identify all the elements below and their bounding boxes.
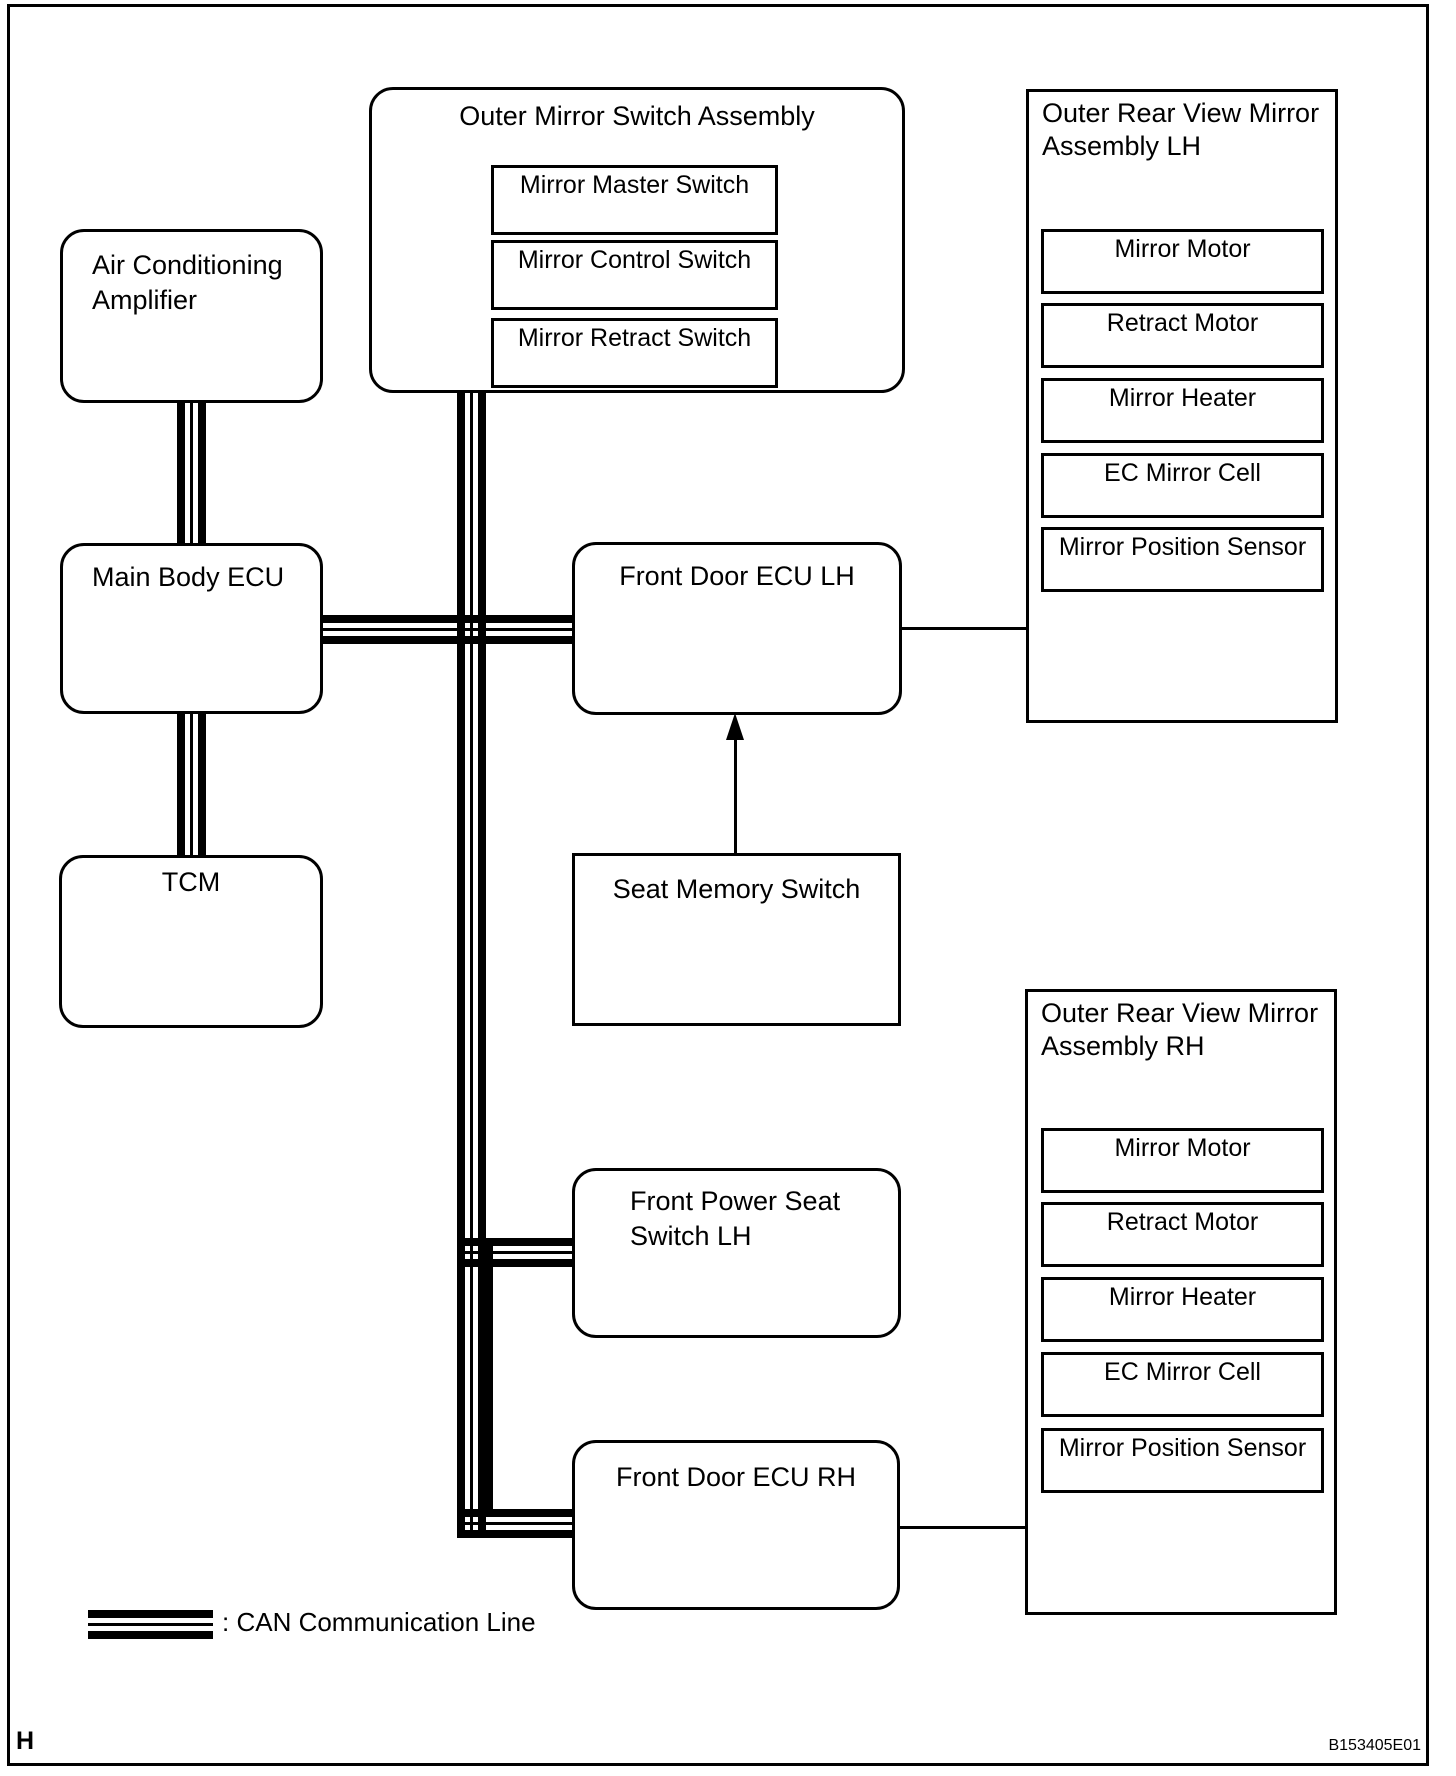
assembly-title: Outer Rear View Mirror — [1042, 98, 1320, 128]
node-label: Front Door ECU LH — [619, 561, 855, 591]
switch-mirror-control: Mirror Control Switch — [491, 240, 778, 310]
can-line-branch-powerseat — [458, 1238, 574, 1267]
node-label: Amplifier — [92, 285, 198, 315]
node-outer-rear-view-mirror-assembly-lh: Outer Rear View Mirror Assembly LH Mirro… — [1026, 89, 1338, 723]
node-front-power-seat-switch-lh: Front Power Seat Switch LH — [572, 1168, 901, 1338]
node-label: TCM — [161, 867, 221, 897]
legend-label: : CAN Communication Line — [222, 1607, 536, 1637]
component-mirror-position-sensor: Mirror Position Sensor — [1041, 1428, 1324, 1493]
node-outer-rear-view-mirror-assembly-rh: Outer Rear View Mirror Assembly RH Mirro… — [1025, 989, 1337, 1615]
can-line-branch-frontdoorrh — [458, 1509, 574, 1538]
node-label: Seat Memory Switch — [612, 874, 861, 904]
arrow-up-icon — [726, 713, 744, 740]
node-outer-mirror-switch-assembly: Outer Mirror Switch Assembly Mirror Mast… — [369, 87, 905, 393]
assembly-title: Assembly RH — [1041, 1031, 1205, 1061]
node-tcm: TCM — [59, 855, 323, 1028]
can-line-mainbody-to-tcm — [177, 712, 206, 856]
page-border — [7, 4, 1429, 1766]
component-mirror-motor: Mirror Motor — [1041, 1128, 1324, 1193]
switch-mirror-retract: Mirror Retract Switch — [491, 318, 778, 388]
page-marker: H — [16, 1727, 35, 1755]
component-mirror-heater: Mirror Heater — [1041, 378, 1324, 443]
node-seat-memory-switch: Seat Memory Switch — [572, 853, 901, 1026]
can-line-mainbody-to-frontdoorlh — [322, 615, 574, 644]
node-label: Main Body ECU — [92, 562, 285, 592]
component-retract-motor: Retract Motor — [1041, 1202, 1324, 1267]
assembly-title: Outer Rear View Mirror — [1041, 998, 1319, 1028]
assembly-title: Outer Mirror Switch Assembly — [459, 101, 815, 131]
component-retract-motor: Retract Motor — [1041, 303, 1324, 368]
node-main-body-ecu: Main Body ECU — [60, 543, 323, 714]
component-ec-mirror-cell: EC Mirror Cell — [1041, 1352, 1324, 1417]
node-front-door-ecu-rh: Front Door ECU RH — [572, 1440, 900, 1610]
component-ec-mirror-cell: EC Mirror Cell — [1041, 453, 1324, 518]
assembly-title: Assembly LH — [1042, 131, 1202, 161]
node-label: Front Power Seat — [630, 1186, 841, 1216]
wire-seatmemory-to-frontdoorlh — [734, 738, 737, 854]
wire-frontdoorrh-to-mirrorrh — [898, 1526, 1026, 1529]
node-label: Switch LH — [630, 1221, 752, 1251]
node-front-door-ecu-lh: Front Door ECU LH — [572, 542, 902, 715]
component-mirror-heater: Mirror Heater — [1041, 1277, 1324, 1342]
node-label: Front Door ECU RH — [615, 1462, 857, 1492]
can-line-aca-to-mainbody — [177, 401, 206, 544]
can-line-inner-segment — [481, 1246, 493, 1516]
wire-frontdoorlh-to-mirrorlh — [900, 627, 1027, 630]
component-mirror-motor: Mirror Motor — [1041, 229, 1324, 294]
switch-mirror-master: Mirror Master Switch — [491, 165, 778, 235]
component-mirror-position-sensor: Mirror Position Sensor — [1041, 527, 1324, 592]
can-line-symbol — [88, 1610, 213, 1639]
figure-code: B153405E01 — [1328, 1737, 1421, 1754]
node-air-conditioning-amplifier: Air Conditioning Amplifier — [60, 229, 323, 403]
node-label: Air Conditioning — [92, 250, 283, 280]
